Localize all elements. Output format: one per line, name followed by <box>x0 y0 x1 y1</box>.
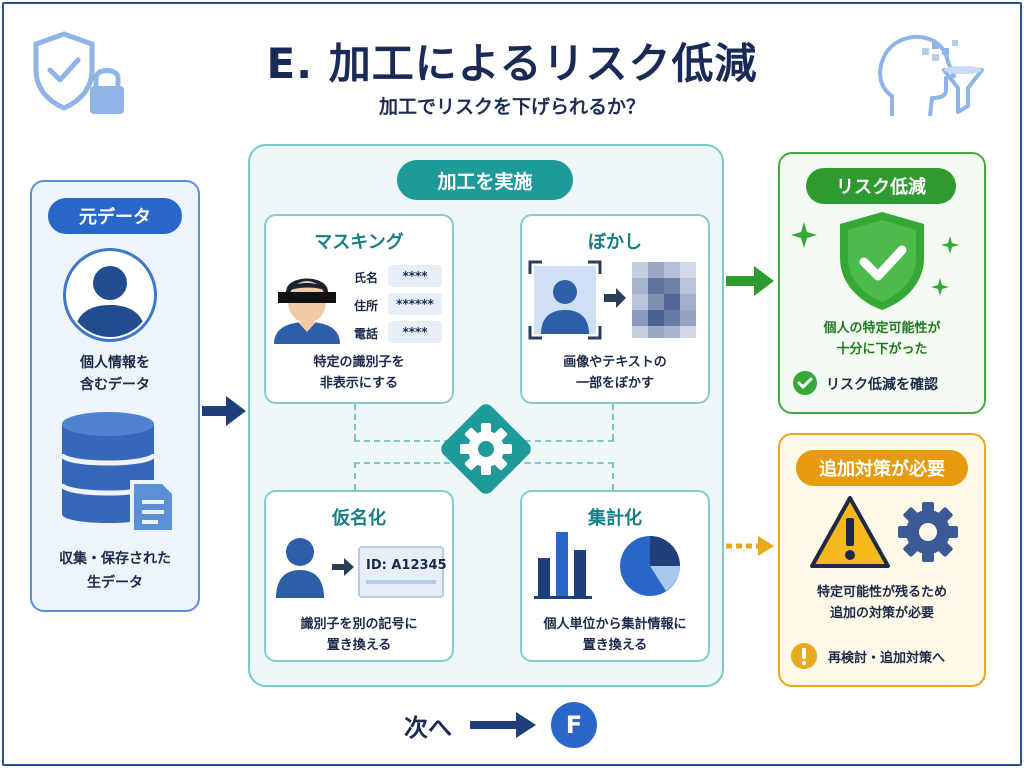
shield-check-icon <box>791 212 959 310</box>
process-gear-icon <box>441 404 531 494</box>
id-card-value: ID: A12345 <box>366 558 447 573</box>
risk-reduced-text-1: 個人の特定可能性が <box>823 321 941 336</box>
shield-lock-icon <box>33 31 124 114</box>
connector-line <box>354 440 460 442</box>
connector-line <box>612 404 614 440</box>
head-filter-icon <box>878 35 984 117</box>
additional-measures-label: 追加対策が必要 <box>796 450 968 486</box>
raw-data-text-2: 生データ <box>87 575 143 591</box>
personal-data-text-2: 含むデータ <box>80 377 150 393</box>
pseudonym-person-icon <box>276 538 354 598</box>
field-label-address: 住所 <box>354 299 379 313</box>
next-section-badge[interactable]: F <box>551 702 597 748</box>
next-label: 次へ <box>404 714 452 742</box>
additional-measures-text-1: 特定可能性が残るため <box>816 585 947 600</box>
aggregate-chart-icon <box>534 532 680 599</box>
arrow-right-green-icon <box>726 266 774 296</box>
raw-data-text-1: 収集・保存された <box>59 551 171 567</box>
masked-person-icon <box>274 278 340 344</box>
additional-measures-text-2: 追加の対策が必要 <box>829 606 934 621</box>
arrow-right-dashed-icon <box>726 536 774 556</box>
field-value-name: **** <box>388 265 442 287</box>
masking-desc-1: 特定の識別子を <box>313 355 405 370</box>
page-subtitle: 加工でリスクを下げられるか？ <box>378 96 645 118</box>
pseudonym-desc-1: 識別子を別の記号に <box>300 617 418 632</box>
connector-line <box>354 462 356 490</box>
source-data-label: 元データ <box>48 198 182 234</box>
warning-gear-icon <box>810 496 958 568</box>
risk-reduced-text-2: 十分に下がった <box>836 342 928 357</box>
arrow-right-icon <box>202 396 246 426</box>
masking-title: マスキング <box>314 232 404 253</box>
database-icon <box>59 412 176 534</box>
id-card <box>358 546 444 598</box>
risk-reduced-label: リスク低減 <box>806 168 956 204</box>
person-icon <box>74 266 146 337</box>
field-value-phone: **** <box>388 321 442 343</box>
id-card-line <box>366 580 436 584</box>
aggregate-title: 集計化 <box>588 508 642 529</box>
pseudonym-title: 仮名化 <box>332 508 386 529</box>
blur-image-icon <box>528 260 696 340</box>
additional-measures-action: 再検討・追加対策へ <box>828 651 946 666</box>
blur-desc-1: 画像やテキストの <box>563 355 667 370</box>
connector-line <box>354 462 460 464</box>
field-label-name: 氏名 <box>354 271 379 285</box>
connector-line <box>354 404 356 440</box>
exclamation-circle-icon <box>791 643 817 669</box>
process-label: 加工を実施 <box>397 160 573 200</box>
field-label-phone: 電話 <box>354 327 379 341</box>
pseudonym-desc-2: 置き換える <box>326 638 392 653</box>
personal-data-text-1: 個人情報を <box>80 355 150 371</box>
blur-desc-2: 一部をぼかす <box>575 376 654 391</box>
aggregate-desc-1: 個人単位から集計情報に <box>543 617 687 632</box>
connector-line <box>514 462 614 464</box>
aggregate-desc-2: 置き換える <box>582 638 648 653</box>
blur-title: ぼかし <box>588 232 642 253</box>
masking-desc-2: 非表示にする <box>319 376 399 391</box>
check-circle-icon <box>793 371 817 395</box>
aggregate-card <box>520 490 710 662</box>
connector-line <box>612 462 614 490</box>
connector-line <box>514 440 614 442</box>
risk-reduced-confirm: リスク低減を確認 <box>826 377 938 393</box>
next-arrow-icon <box>470 712 536 738</box>
page-title: E. 加工によるリスク低減 <box>266 39 758 88</box>
field-value-address: ****** <box>388 293 442 315</box>
